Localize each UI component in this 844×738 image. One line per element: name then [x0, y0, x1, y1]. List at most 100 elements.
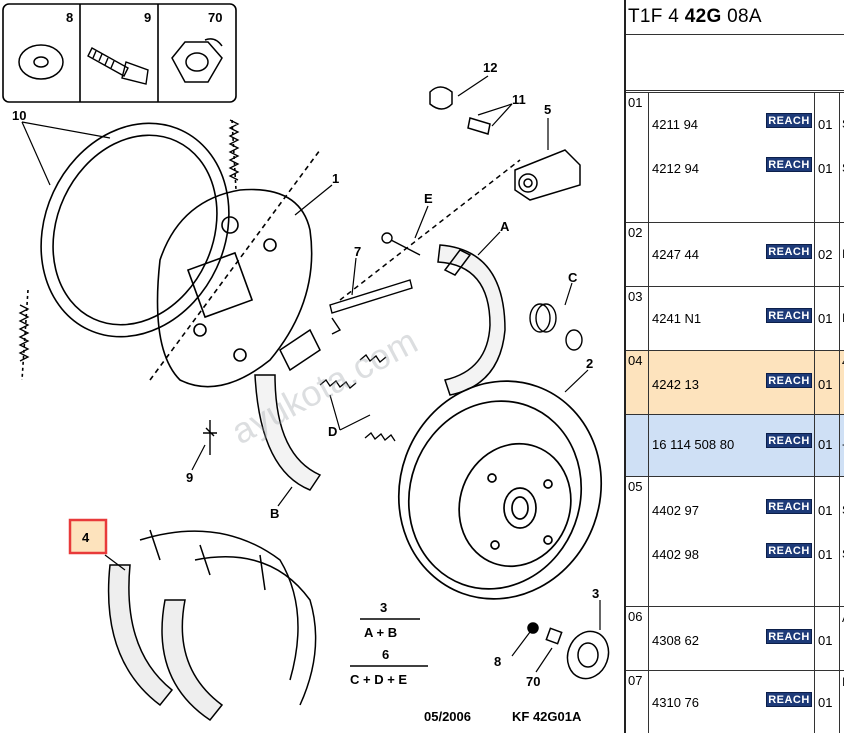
title-prefix: T1F 4 [628, 6, 680, 27]
part-desc-edge: I [842, 247, 844, 261]
part-qty: 01 [818, 633, 833, 648]
dust-shield-drawing [21, 119, 237, 381]
part-ref[interactable]: 4402 97 [652, 503, 699, 518]
part-qty: 01 [818, 695, 833, 710]
hub-cap-drawing [527, 622, 610, 680]
callout-70: 70 [526, 674, 540, 689]
callout-13: 3 [592, 586, 599, 601]
callout-9: 9 [186, 470, 193, 485]
bolt-icon [87, 47, 149, 85]
part-ref[interactable]: 4241 N1 [652, 311, 702, 326]
figure-code: KF 42G01A [512, 709, 582, 724]
panel-divider [624, 0, 626, 733]
table-row[interactable]: 03 4241 N1 REACH 01 I [626, 286, 844, 350]
reach-badge[interactable]: REACH [766, 629, 812, 644]
hold-down-spring-drawing [529, 303, 583, 351]
brake-shoe-a-drawing [437, 244, 506, 396]
reach-badge[interactable]: REACH [766, 244, 812, 259]
callout-1: 1 [332, 171, 339, 186]
table-row-selected[interactable]: 16 114 508 80 REACH 01 - [626, 414, 844, 476]
brake-shoe-drawing [254, 328, 322, 491]
callout-4: 4 [82, 530, 90, 545]
callout-c: C [568, 270, 578, 285]
row-index: 02 [628, 225, 643, 240]
screw-drawing [203, 420, 217, 455]
formula-1-denominator: A + B [364, 625, 397, 640]
callout-2: 2 [586, 356, 593, 371]
part-qty: 02 [818, 247, 833, 262]
table-row-selected[interactable]: 04 4242 13 REACH 01 4 [626, 350, 844, 414]
table-row[interactable]: 02 4247 44 REACH 02 I [626, 222, 844, 286]
callout-8: 8 [494, 654, 501, 669]
part-desc-edge: I [842, 311, 844, 325]
callout-b: B [270, 506, 279, 521]
spring-icon [18, 119, 240, 362]
reach-badge[interactable]: REACH [766, 157, 812, 172]
formula-2-denominator: C + D + E [350, 672, 407, 687]
formula-1-numerator: 3 [380, 600, 387, 615]
backplate-drawing [149, 149, 321, 388]
return-spring-drawing [319, 354, 396, 442]
part-ref[interactable]: 4211 94 [652, 117, 699, 132]
table-row[interactable]: 05 4402 97 REACH 01 S 4402 98 REACH 01 S [626, 476, 844, 606]
box-label-70: 70 [208, 10, 222, 25]
hold-down-pin-drawing [381, 232, 421, 256]
part-desc-edge: S [842, 547, 844, 561]
part-qty: 01 [818, 311, 833, 326]
part-ref[interactable]: 4308 62 [652, 633, 699, 648]
washer-icon [18, 44, 64, 80]
reach-badge[interactable]: REACH [766, 308, 812, 323]
callout-7: 7 [354, 244, 361, 259]
exploded-parts-diagram: 8 9 70 [2, 3, 610, 724]
brake-assembly-drawing: 8 9 70 [2, 3, 610, 724]
reach-badge[interactable]: REACH [766, 499, 812, 514]
row-index: 05 [628, 479, 643, 494]
callout-d: D [328, 424, 337, 439]
callout-5: 5 [544, 102, 551, 117]
callout-e: E [424, 191, 433, 206]
part-desc-edge: - [842, 437, 844, 451]
part-ref[interactable]: 4242 13 [652, 377, 699, 392]
part-ref[interactable]: 4310 76 [652, 695, 699, 710]
reach-badge[interactable]: REACH [766, 113, 812, 128]
table-row[interactable]: 01 4211 94 REACH 01 S 4212 94 REACH 01 S [626, 92, 844, 222]
part-qty: 01 [818, 547, 833, 562]
title-rule [626, 34, 844, 35]
title-bold: 42G [684, 6, 722, 27]
part-ref[interactable]: 4402 98 [652, 547, 699, 562]
reach-badge[interactable]: REACH [766, 373, 812, 388]
row-index: 06 [628, 609, 643, 624]
brake-shoe-set-drawing [107, 529, 317, 722]
reach-badge[interactable]: REACH [766, 543, 812, 558]
callout-a: A [500, 219, 510, 234]
reach-badge[interactable]: REACH [766, 692, 812, 707]
date-code: 05/2006 [424, 709, 471, 724]
part-qty: 01 [818, 437, 833, 452]
part-desc-edge: I [842, 675, 844, 689]
callout-12: 12 [483, 60, 497, 75]
parts-list-panel: T1F 4 42G 08A 01 4211 94 REACH 01 S 4212… [626, 0, 844, 733]
reach-badge[interactable]: REACH [766, 433, 812, 448]
part-qty: 01 [818, 117, 833, 132]
callout-11: 11 [512, 92, 526, 107]
small-parts-box [2, 3, 237, 103]
selected-callout-4[interactable]: 4 [68, 518, 108, 555]
row-index: 04 [628, 353, 643, 368]
leader-lines [21, 75, 601, 673]
adjuster-lever-drawing [329, 279, 413, 335]
part-desc-edge: S [842, 117, 844, 131]
part-ref[interactable]: 16 114 508 80 [652, 437, 735, 452]
row-index: 07 [628, 673, 643, 688]
callout-10: 10 [12, 108, 26, 123]
wheel-cylinder-drawing [339, 86, 581, 301]
part-desc-edge: S [842, 503, 844, 517]
table-row[interactable]: 07 4310 76 REACH 01 I [626, 670, 844, 733]
part-ref[interactable]: 4247 44 [652, 247, 699, 262]
nut-icon [171, 38, 223, 83]
part-desc-edge: S [842, 161, 844, 175]
box-label-9: 9 [144, 10, 151, 25]
row-index: 03 [628, 289, 643, 304]
part-qty: 01 [818, 161, 833, 176]
table-row[interactable]: 06 4308 62 REACH 01 A [626, 606, 844, 670]
part-ref[interactable]: 4212 94 [652, 161, 699, 176]
